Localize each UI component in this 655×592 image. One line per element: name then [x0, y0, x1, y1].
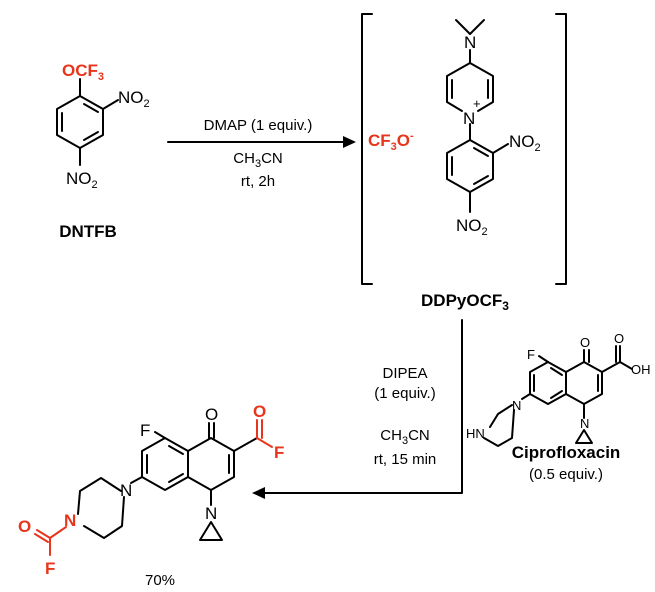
ocf3-label: OCF3: [62, 61, 104, 83]
cipro-oh-label: OH: [631, 362, 651, 377]
cipro-hn-label: HN: [466, 426, 485, 441]
cipro-n-label: N: [512, 398, 521, 413]
positive-charge: +: [473, 96, 481, 111]
dmap-condition: DMAP (1 equiv.): [204, 117, 313, 134]
carbamoyl-n-label: N: [64, 511, 76, 530]
cipro-o-label: O: [580, 335, 590, 350]
no2-label: NO2: [118, 88, 150, 110]
ciprofloxacin-amount: (0.5 equiv.): [529, 466, 603, 483]
cipro-n-label: N: [580, 416, 589, 431]
counterion-label: CF3O-: [368, 130, 414, 153]
ciprofloxacin-structure: F O O OH HN N N: [466, 331, 651, 447]
nme2-n-label: N: [464, 33, 476, 52]
product-ketone-o-label: O: [205, 405, 218, 424]
bracket-left: [361, 13, 373, 285]
cipro-o-label: O: [614, 331, 624, 346]
no2-label: NO2: [66, 169, 98, 191]
product-piperazine-n-label: N: [120, 481, 132, 500]
temp-time-condition: rt, 2h: [241, 173, 275, 190]
no2-label: NO2: [456, 216, 488, 238]
dntfb-structure: OCF3 NO2 NO2: [56, 61, 150, 191]
equiv-condition: (1 equiv.): [374, 385, 435, 402]
ddpyocf3-name: DDPyOCF3: [421, 291, 509, 313]
solvent-condition: CH3CN: [233, 150, 282, 170]
product-f-label: F: [140, 421, 150, 440]
carbamoyl-f-label: F: [45, 559, 55, 578]
step2-arrow: [252, 319, 463, 499]
product-quinolone-n-label: N: [205, 504, 217, 523]
acyl-o-label: O: [253, 402, 266, 421]
product-yield: 70%: [145, 572, 175, 589]
no2-label: NO2: [509, 132, 541, 154]
ciprofloxacin-name: Ciprofloxacin: [512, 443, 621, 462]
temp-time-condition: rt, 15 min: [374, 451, 437, 468]
solvent-condition: CH3CN: [380, 427, 429, 447]
dipea-condition: DIPEA: [382, 365, 427, 382]
step1-arrow: [167, 136, 356, 148]
product-structure: F O O F N N N O F: [18, 402, 284, 578]
dntfb-name: DNTFB: [59, 222, 117, 241]
cipro-f-label: F: [527, 347, 535, 362]
acyl-f-label: F: [274, 443, 284, 462]
ddpy-structure: N N + NO2 NO2: [446, 19, 541, 238]
pyridinium-n-label: N: [463, 109, 475, 128]
carbamoyl-o-label: O: [18, 517, 31, 536]
bracket-right: [555, 13, 567, 285]
